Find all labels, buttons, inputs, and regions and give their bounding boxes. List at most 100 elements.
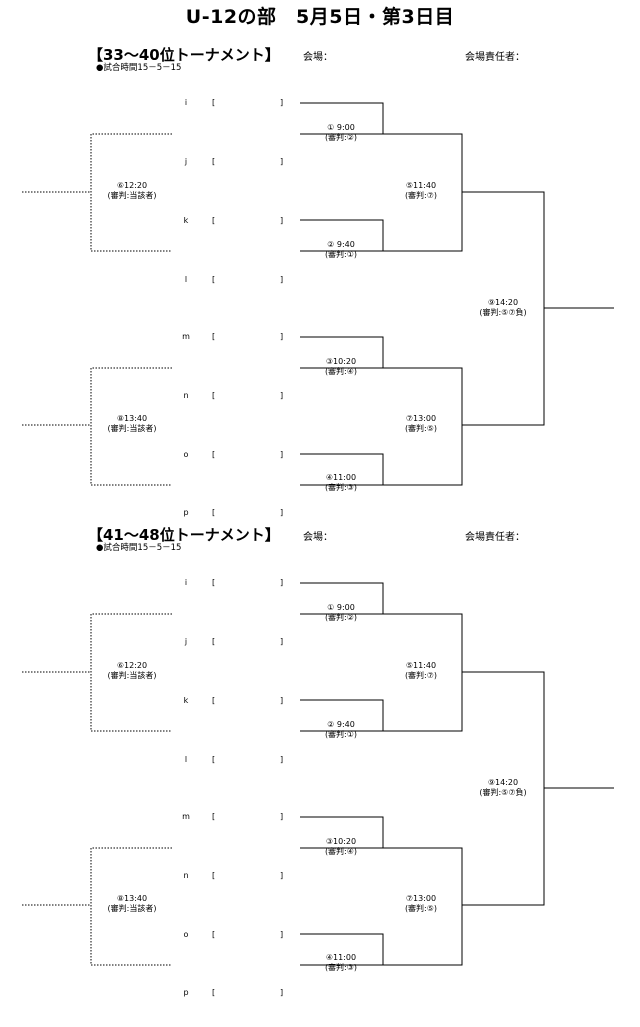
slot-letter: m	[182, 812, 190, 821]
match-4-label: ④11:00(審判:③)	[286, 473, 396, 493]
bracket-match-4	[300, 933, 384, 966]
slot-close-bracket: ]	[280, 157, 284, 166]
venue-manager-label: 会場責任者：	[465, 532, 525, 543]
slot-letter: l	[184, 755, 188, 764]
match-time: ⑥12:20	[116, 181, 148, 190]
slot-open-bracket: [	[212, 930, 216, 939]
match-referee: (審判:当該者)	[107, 424, 157, 433]
match-time: ⑥12:20	[116, 661, 148, 670]
slot-letter: i	[184, 578, 188, 587]
slot-letter: i	[184, 98, 188, 107]
slot-open-bracket: [	[212, 812, 216, 821]
match-referee: (審判:③)	[324, 483, 358, 492]
match-referee: (審判:⑤⑦負)	[479, 308, 527, 317]
match-9-label: ⑨14:20(審判:⑤⑦負)	[448, 298, 558, 318]
slot-letter: n	[183, 871, 189, 880]
match-time: ⑤11:40	[405, 661, 437, 670]
slot-close-bracket: ]	[280, 508, 284, 517]
bracket-match-6	[90, 613, 172, 732]
slot-open-bracket: [	[212, 988, 216, 997]
match-time: ⑧13:40	[116, 414, 148, 423]
slot-close-bracket: ]	[280, 988, 284, 997]
section-title: 【41～48位トーナメント】	[88, 526, 280, 544]
match-referee: (審判:⑦)	[404, 191, 438, 200]
slot-close-bracket: ]	[280, 578, 284, 587]
match-referee: (審判:⑤)	[404, 424, 438, 433]
slot-open-bracket: [	[212, 755, 216, 764]
match-4-label: ④11:00(審判:③)	[286, 953, 396, 973]
match-time: ④11:00	[325, 953, 357, 962]
match-referee: (審判:当該者)	[107, 904, 157, 913]
match-2-label: ② 9:40(審判:①)	[286, 720, 396, 740]
match-referee: (審判:当該者)	[107, 671, 157, 680]
bracket-match-8	[90, 367, 172, 486]
bracket-lines	[22, 102, 614, 486]
match-referee: (審判:②)	[324, 613, 358, 622]
match-time: ③10:20	[325, 357, 357, 366]
slot-close-bracket: ]	[280, 930, 284, 939]
match-7-label: ⑦13:00(審判:⑤)	[366, 414, 476, 434]
section-title: 【33～40位トーナメント】	[88, 46, 280, 64]
match-8-label: ⑧13:40(審判:当該者)	[77, 894, 187, 914]
match-5-label: ⑤11:40(審判:⑦)	[366, 661, 476, 681]
bracket-match-2	[300, 699, 384, 732]
match-7-label: ⑦13:00(審判:⑤)	[366, 894, 476, 914]
bracket-match-4	[300, 453, 384, 486]
venue-label: 会場：	[303, 52, 333, 63]
match-1-label: ① 9:00(審判:②)	[286, 123, 396, 143]
venue-label: 会場：	[303, 532, 333, 543]
slot-close-bracket: ]	[280, 391, 284, 400]
slot-open-bracket: [	[212, 508, 216, 517]
match-6-label: ⑥12:20(審判:当該者)	[77, 181, 187, 201]
slot-close-bracket: ]	[280, 637, 284, 646]
match-time: ⑤11:40	[405, 181, 437, 190]
match-referee: (審判:③)	[324, 963, 358, 972]
match-time: ⑧13:40	[116, 894, 148, 903]
section-41-48: 【41～48位トーナメント】 ●試合時間15－5－15 会場： 会場責任者： i…	[0, 524, 640, 1014]
slot-letter: k	[183, 216, 189, 225]
match-referee: (審判:①)	[324, 250, 358, 259]
match-time: ⑨14:20	[487, 778, 519, 787]
slot-open-bracket: [	[212, 391, 216, 400]
match-time: ③10:20	[325, 837, 357, 846]
bracket-match-6	[90, 133, 172, 252]
match-time-note: ●試合時間15－5－15	[96, 543, 182, 553]
slot-open-bracket: [	[212, 275, 216, 284]
bracket-lines	[22, 582, 614, 966]
match-8-label: ⑧13:40(審判:当該者)	[77, 414, 187, 434]
slot-open-bracket: [	[212, 637, 216, 646]
page-title: U-12の部 5月5日・第3日目	[185, 6, 455, 28]
slot-close-bracket: ]	[280, 755, 284, 764]
slot-open-bracket: [	[212, 157, 216, 166]
match-3-label: ③10:20(審判:④)	[286, 357, 396, 377]
match-referee: (審判:⑤⑦負)	[479, 788, 527, 797]
bracket-match-7	[383, 847, 463, 966]
slot-close-bracket: ]	[280, 98, 284, 107]
match-time: ⑦13:00	[405, 894, 437, 903]
match-referee: (審判:④)	[324, 367, 358, 376]
slot-close-bracket: ]	[280, 696, 284, 705]
bracket-match-7	[383, 367, 463, 486]
section-33-40: 【33～40位トーナメント】 ●試合時間15－5－15 会場： 会場責任者： i…	[0, 44, 640, 534]
match-6-label: ⑥12:20(審判:当該者)	[77, 661, 187, 681]
match-5-label: ⑤11:40(審判:⑦)	[366, 181, 476, 201]
match-referee: (審判:④)	[324, 847, 358, 856]
match-referee: (審判:⑤)	[404, 904, 438, 913]
match-time: ② 9:40	[327, 240, 355, 249]
slot-close-bracket: ]	[280, 216, 284, 225]
bracket-match-3	[300, 816, 384, 849]
bracket-match-8	[90, 847, 172, 966]
match-time: ⑨14:20	[487, 298, 519, 307]
slot-open-bracket: [	[212, 98, 216, 107]
match-9-label: ⑨14:20(審判:⑤⑦負)	[448, 778, 558, 798]
slot-letter: m	[182, 332, 190, 341]
bracket-match-2	[300, 219, 384, 252]
slot-close-bracket: ]	[280, 275, 284, 284]
match-1-label: ① 9:00(審判:②)	[286, 603, 396, 623]
slot-close-bracket: ]	[280, 332, 284, 341]
match-time: ① 9:00	[327, 603, 355, 612]
slot-open-bracket: [	[212, 216, 216, 225]
match-2-label: ② 9:40(審判:①)	[286, 240, 396, 260]
slot-letter: p	[183, 508, 189, 517]
match-3-label: ③10:20(審判:④)	[286, 837, 396, 857]
